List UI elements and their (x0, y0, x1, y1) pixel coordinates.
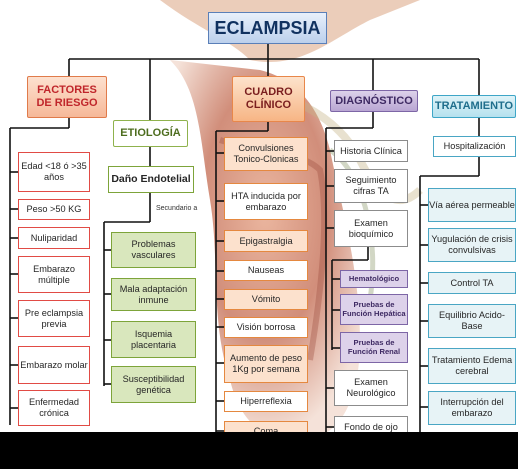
treatment-hospitalization: Hospitalización (433, 136, 516, 157)
clinical-tonic-clonic-seizures: Convulsiones Tonico-Clonicas (224, 137, 308, 171)
treatment-cerebral-edema: Tratamiento Edema cerebral (428, 348, 516, 384)
clinical-blurred-vision: Visión borrosa (224, 317, 308, 338)
etiology-vascular-problems: Problemas vasculares (111, 232, 196, 268)
etiology-placental-ischemia: Isquemia placentaria (111, 321, 196, 358)
risk-factor-age: Edad <18 ó >35 años (18, 152, 90, 192)
risk-factor-weight: Peso >50 KG (18, 199, 90, 220)
treatment-pregnancy-interruption: Interrupción del embarazo (428, 391, 516, 425)
etiology-endothelial-damage: Daño Endotelial (108, 166, 194, 193)
risk-factor-chronic-disease: Enfermedad crónica (18, 390, 90, 426)
category-clinical-picture: CUADRO CLÍNICO (232, 76, 305, 122)
risk-factor-nulliparity: Nuliparidad (18, 227, 90, 249)
treatment-seizure-control: Yugulación de crisis convulsivas (428, 228, 516, 262)
diagnosis-biochemical-exam: Examen bioquímico (334, 210, 408, 247)
treatment-airway: Vía aérea permeable (428, 188, 516, 222)
risk-factor-molar-pregnancy: Embarazo molar (18, 346, 90, 384)
category-risk-factors: FACTORES DE RIESGO (27, 76, 107, 118)
etiology-connector-label: Secundario a (156, 205, 198, 212)
clinical-vomiting: Vómito (224, 289, 308, 310)
etiology-poor-immune-adaptation: Mala adaptación inmune (111, 278, 196, 311)
diagnosis-liver-function-tests: Pruebas de Función Hepática (340, 294, 408, 325)
clinical-epigastralgia: Epigastralgia (224, 230, 308, 252)
clinical-weight-gain: Aumento de peso 1Kg por semana (224, 345, 308, 383)
diagnosis-hematologic: Hematológico (340, 270, 408, 288)
diagnosis-renal-function-tests: Pruebas de Función Renal (340, 332, 408, 363)
category-treatment: TRATAMIENTO (432, 95, 516, 118)
treatment-bp-control: Control TA (428, 272, 516, 294)
risk-factor-multiple-pregnancy: Embarazo múltiple (18, 256, 90, 293)
clinical-pregnancy-induced-hypertension: HTA inducida por embarazo (224, 183, 308, 220)
diagnosis-clinical-history: Historia Clínica (334, 140, 408, 162)
diagram-title: ECLAMPSIA (208, 12, 327, 44)
diagnosis-bp-monitoring: Seguimiento cifras TA (334, 169, 408, 203)
diagnosis-neurological-exam: Examen Neurológico (334, 370, 408, 406)
category-diagnosis: DIAGNÓSTICO (330, 90, 418, 112)
clinical-nausea: Nauseas (224, 260, 308, 281)
risk-factor-previous-preeclampsia: Pre eclampsia previa (18, 300, 90, 337)
clinical-hyperreflexia: Hiperreflexia (224, 391, 308, 412)
category-etiology: ETIOLOGÍA (113, 120, 188, 147)
treatment-acid-base-balance: Equilibrio Acido-Base (428, 304, 516, 338)
etiology-genetic-susceptibility: Susceptibilidad genética (111, 366, 196, 403)
bottom-black-bar (0, 432, 518, 469)
